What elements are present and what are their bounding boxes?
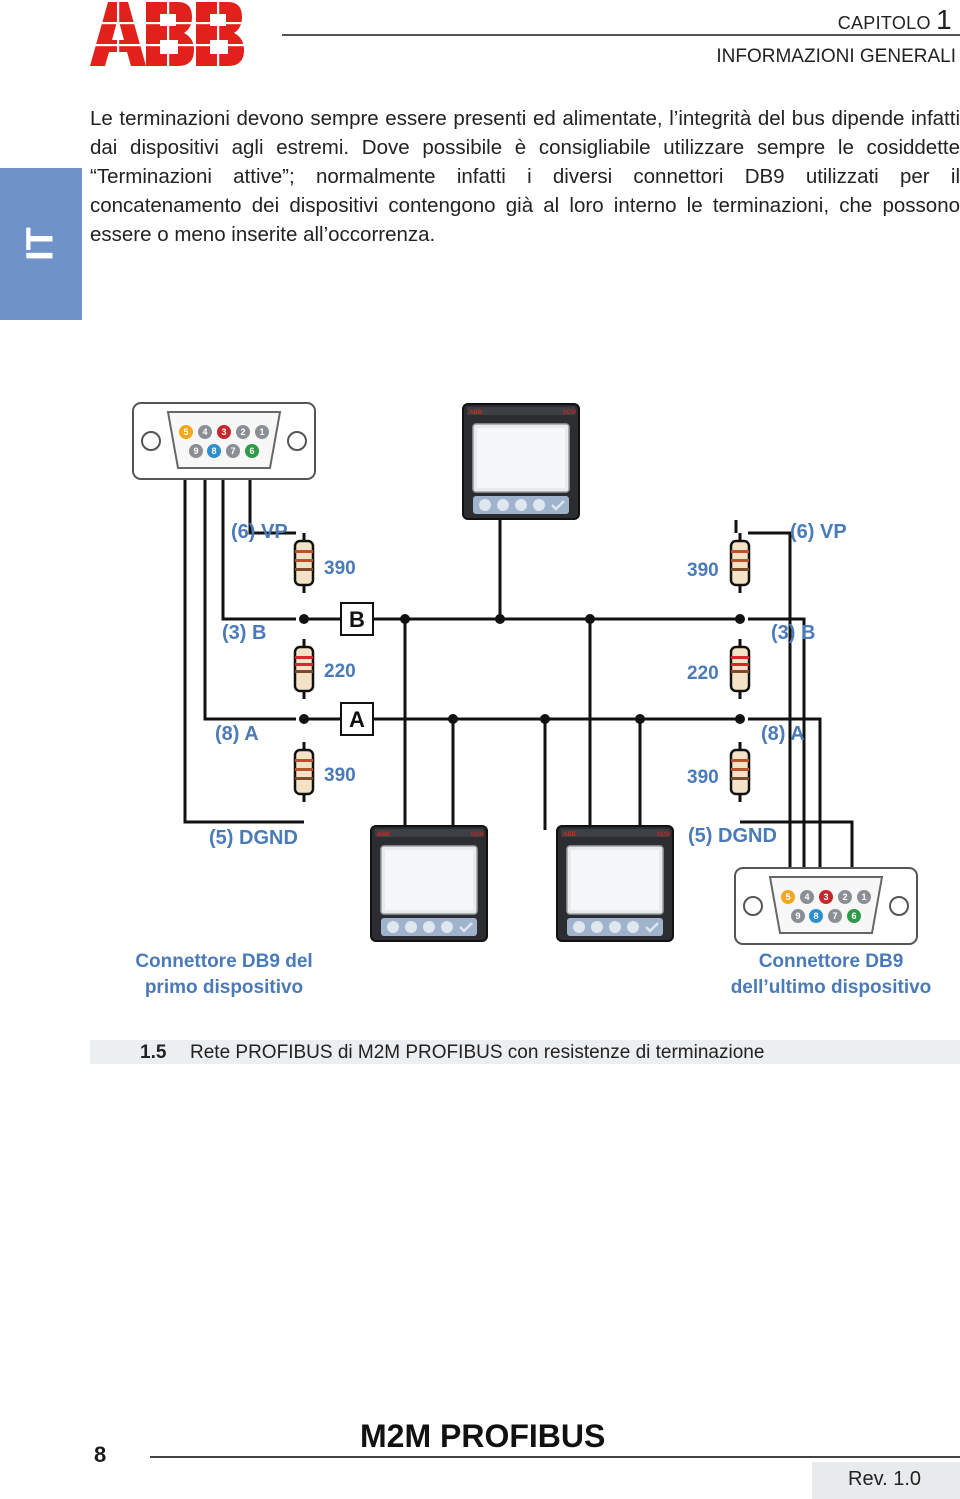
left-label-b: (3) B	[222, 622, 266, 644]
left-wires	[183, 478, 854, 880]
bus-label-a: A	[349, 707, 365, 732]
m2m-device-bottom-right: ABB M2M	[555, 824, 675, 943]
device-bl-brand: ABB	[377, 832, 391, 838]
chapter-label-text: CAPITOLO	[837, 13, 931, 33]
header-rule	[282, 34, 960, 36]
left-label-vp: (6) VP	[231, 521, 288, 543]
right-pin-6: 6	[851, 911, 856, 921]
figure-caption: Rete PROFIBUS di M2M PROFIBUS con resist…	[190, 1042, 765, 1063]
caption-right-line1: Connettore DB9	[759, 951, 904, 972]
language-tab-label: IT	[19, 227, 62, 261]
right-db9-connector: 5 4 3 2 1 9 8 7 6	[734, 867, 918, 945]
left-resistor-middle-value: 220	[324, 661, 356, 682]
bus-label-b: B	[349, 607, 365, 632]
left-pin-8: 8	[211, 446, 216, 456]
left-resistor-bottom-value: 390	[324, 765, 356, 786]
left-pin-2: 2	[240, 427, 245, 437]
right-pin-7: 7	[832, 911, 837, 921]
right-pin-3: 3	[823, 892, 828, 902]
left-pin-6: 6	[249, 446, 254, 456]
revision-label: Rev. 1.0	[848, 1468, 921, 1490]
caption-right-line2: dell’ultimo dispositivo	[731, 977, 932, 998]
chapter-number: 1	[936, 4, 952, 35]
left-pin-9: 9	[193, 446, 198, 456]
right-pin-9: 9	[795, 911, 800, 921]
right-resistor-bottom-value: 390	[687, 767, 719, 788]
left-pin-5: 5	[183, 427, 188, 437]
left-db9-connector: 5 4 3 2 1 9 8 7 6	[132, 402, 316, 480]
right-resistor-middle-value: 220	[687, 663, 719, 684]
figure-caption-bar	[90, 1040, 960, 1064]
right-pin-4: 4	[804, 892, 809, 902]
left-pin-4: 4	[202, 427, 207, 437]
product-name: M2M PROFIBUS	[360, 1418, 606, 1454]
section-title: INFORMAZIONI GENERALI	[716, 46, 956, 67]
right-label-a: (8) A	[761, 723, 805, 745]
figure-number: 1.5	[140, 1042, 167, 1063]
right-pin-2: 2	[842, 892, 847, 902]
right-label-vp: (6) VP	[790, 521, 847, 543]
right-pin-5: 5	[785, 892, 790, 902]
right-resistor-top-value: 390	[687, 560, 719, 581]
device-br-model: M2M	[657, 832, 670, 838]
body-paragraph: Le terminazioni devono sempre essere pre…	[90, 107, 960, 246]
left-pin-3: 3	[221, 427, 226, 437]
footer-rule	[150, 1456, 960, 1458]
device-br-brand: ABB	[563, 832, 577, 838]
junction-dots	[299, 614, 745, 724]
bus-label-a-box: A	[340, 702, 374, 736]
chapter-label: CAPITOLO 1	[838, 4, 952, 36]
page-number: 8	[94, 1442, 107, 1467]
caption-left-line2: primo dispositivo	[145, 977, 303, 998]
caption-left-line1: Connettore DB9 del	[135, 951, 312, 972]
right-resistor-stack	[729, 531, 751, 804]
device-bl-model: M2M	[471, 832, 484, 838]
left-label-a: (8) A	[215, 723, 259, 745]
device-top-model: M2M	[563, 410, 576, 416]
left-resistor-stack	[293, 531, 315, 804]
device-top-brand: ABB	[469, 410, 483, 416]
bus-label-b-box: B	[340, 602, 374, 636]
left-pin-1: 1	[259, 427, 264, 437]
right-pin-1: 1	[861, 892, 866, 902]
m2m-device-bottom-left: ABB M2M	[369, 824, 489, 943]
left-label-dgnd: (5) DGND	[209, 827, 298, 849]
m2m-device-top: ABB M2M	[461, 402, 581, 521]
language-tab: IT	[0, 168, 82, 320]
right-label-dgnd: (5) DGND	[688, 825, 777, 847]
abb-logo	[90, 2, 250, 66]
right-label-b: (3) B	[771, 622, 815, 644]
profibus-wiring-diagram: 5 4 3 2 1 9 8 7 6 5 4	[132, 402, 932, 998]
left-pin-7: 7	[230, 446, 235, 456]
right-pin-8: 8	[813, 911, 818, 921]
revision-box	[812, 1462, 960, 1499]
left-resistor-top-value: 390	[324, 558, 356, 579]
